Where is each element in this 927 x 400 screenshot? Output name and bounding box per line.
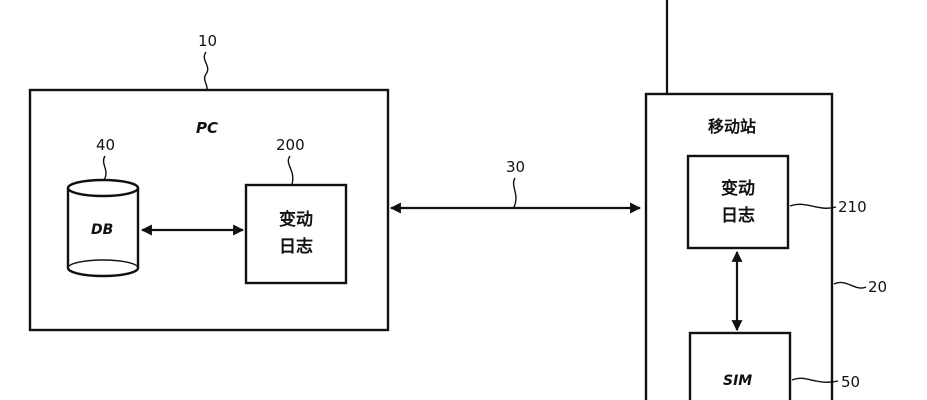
- mobile-changelog-block: 变动 日志: [686, 154, 790, 250]
- pc-ref-label: 10: [198, 32, 217, 50]
- db-cylinder: DB: [66, 178, 140, 278]
- pc-changelog-line2: 日志: [279, 236, 313, 257]
- sim-ref-leader: [791, 377, 839, 383]
- sim-ref-callout: 50: [791, 373, 860, 391]
- db-body: [66, 188, 140, 278]
- mobile-ref-leader: [833, 281, 867, 289]
- pc-changelog-block: 变动 日志: [244, 183, 348, 285]
- db-top: [66, 178, 140, 198]
- mobile-changelog-ref-callout: 210: [789, 198, 867, 216]
- sim-block: SIM: [688, 331, 792, 400]
- mobile-ref-label: 20: [868, 278, 887, 296]
- pc-changelog-ref-label: 200: [276, 136, 305, 154]
- link-ref-leader: [512, 177, 517, 208]
- mobile-changelog-ref-leader: [789, 203, 837, 209]
- mobile-ref-callout: 20: [833, 278, 887, 296]
- db-ref-label: 40: [96, 136, 115, 154]
- sim-box: [688, 331, 792, 400]
- mobile-changelog-box: [686, 154, 790, 250]
- pc-ref-leader: [203, 51, 209, 91]
- db-bottom-rim: [67, 259, 139, 269]
- link-ref-callout: 30: [506, 158, 525, 208]
- db-ref-leader: [102, 155, 107, 181]
- sim-ref-label: 50: [841, 373, 860, 391]
- pc-changelog-line1: 变动: [279, 209, 313, 230]
- mobile-changelog-line2: 日志: [721, 205, 755, 226]
- db-label: DB: [91, 222, 113, 238]
- pc-ref-callout: 10: [198, 32, 217, 91]
- pc-title: PC: [196, 119, 218, 137]
- mobile-title: 移动站: [708, 117, 756, 136]
- mobile-changelog-line1: 变动: [721, 178, 755, 199]
- pc-changelog-ref-leader: [287, 155, 294, 185]
- pc-changelog-ref-callout: 200: [276, 136, 305, 185]
- sim-label: SIM: [723, 373, 752, 389]
- db-ref-callout: 40: [96, 136, 115, 181]
- link-ref-label: 30: [506, 158, 525, 176]
- mobile-changelog-ref-label: 210: [838, 198, 867, 216]
- pc-changelog-box: [244, 183, 348, 285]
